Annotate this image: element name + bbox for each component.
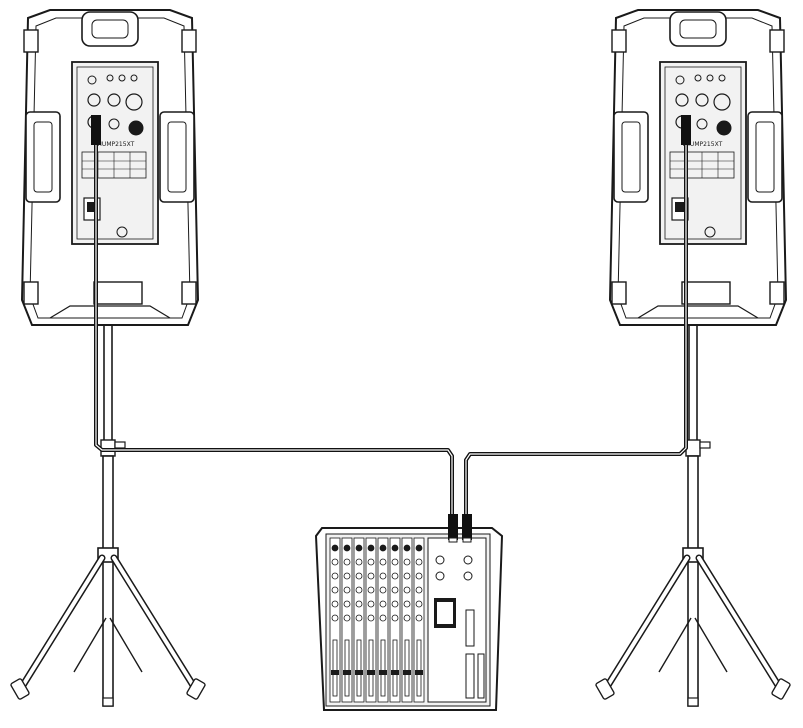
mixer-knob-icon [331,572,339,580]
mixer-fader [356,639,362,697]
mixer-console [314,514,504,711]
mixer-knob-icon [391,614,399,622]
left-speaker: THUMP215XT [21,9,199,326]
mixer-knob-icon [343,572,351,580]
mixer-knob-icon [379,614,387,622]
tripod-stand-icon [10,318,205,706]
mixer-channel-strip [389,537,401,703]
mixer-knob-icon [403,614,411,622]
mixer-knob-icon [367,614,375,622]
mixer-knob-icon [343,544,351,552]
xlr-plug-mixer-left [448,514,458,540]
mixer-knob-icon [355,614,363,622]
mixer-fader [368,639,374,697]
right-speaker: THUMP215XT [609,9,787,326]
mixer-fader-cap [367,670,375,675]
left-stand [10,318,205,706]
mixer-fader [392,639,398,697]
mixer-channel-strip [413,537,425,703]
tripod-stand-icon [595,318,790,706]
mixer-knob-icon [355,586,363,594]
mixer-knob-icon [379,572,387,580]
xlr-plug-left-speaker [91,115,101,145]
mixer-knob-icon [391,600,399,608]
loudspeaker-icon [21,9,199,326]
mixer-knob-icon [331,600,339,608]
mixer-fader-cap [391,670,399,675]
mixer-knob-icon [415,544,423,552]
mixer-knob-icon [391,586,399,594]
mixer-knob-icon [379,586,387,594]
mixer-knob-icon [403,544,411,552]
mixer-fader [380,639,386,697]
mixer-knob-icon [367,600,375,608]
xlr-cable-left [94,120,454,520]
mixer-channel-strip [353,537,365,703]
mixer-knob-icon [331,544,339,552]
mixer-fader [344,639,350,697]
mixer-knob-icon [331,558,339,566]
mixer-knob-icon [403,586,411,594]
mixer-knob-icon [355,600,363,608]
mixer-channel-strips [329,537,425,703]
mixer-fader-cap [415,670,423,675]
mixer-knob-icon [415,600,423,608]
right-speaker-panel-label: THUMP215XT [681,141,723,148]
mixer-channel-strip [341,537,353,703]
mixer-knob-icon [355,544,363,552]
mixer-knob-icon [415,572,423,580]
left-speaker-panel-label: THUMP215XT [93,141,135,148]
mixer-knob-icon [415,586,423,594]
mixer-knob-icon [331,586,339,594]
mixer-fader-cap [355,670,363,675]
mixer-console-icon [314,514,504,711]
mixer-fader [332,639,338,697]
mixer-knob-icon [379,600,387,608]
mixer-knob-icon [367,586,375,594]
mixer-knob-icon [367,544,375,552]
mixer-knob-icon [355,558,363,566]
mixer-knob-icon [415,558,423,566]
mixer-knob-icon [415,614,423,622]
mixer-knob-icon [391,558,399,566]
mixer-knob-icon [391,544,399,552]
mixer-knob-icon [379,544,387,552]
mixer-fader [416,639,422,697]
mixer-knob-icon [403,600,411,608]
mixer-knob-icon [331,614,339,622]
mixer-knob-icon [367,572,375,580]
mixer-channel-strip [377,537,389,703]
mixer-channel-strip [401,537,413,703]
mixer-knob-icon [343,558,351,566]
mixer-fader-cap [379,670,387,675]
mixer-knob-icon [343,586,351,594]
mixer-knob-icon [355,572,363,580]
mixer-channel-strip [329,537,341,703]
loudspeaker-icon [609,9,787,326]
xlr-plug-right-speaker [681,115,691,145]
mixer-knob-icon [403,558,411,566]
mixer-knob-icon [391,572,399,580]
mixer-channel-strip [365,537,377,703]
mixer-knob-icon [343,614,351,622]
mixer-knob-icon [367,558,375,566]
mixer-fader-cap [403,670,411,675]
mixer-fader-cap [343,670,351,675]
mixer-knob-icon [403,572,411,580]
mixer-knob-icon [379,558,387,566]
mixer-knob-icon [343,600,351,608]
xlr-cable-right [464,120,688,520]
xlr-plug-mixer-right [462,514,472,540]
right-stand [595,318,790,706]
mixer-fader [404,639,410,697]
mixer-fader-cap [331,670,339,675]
